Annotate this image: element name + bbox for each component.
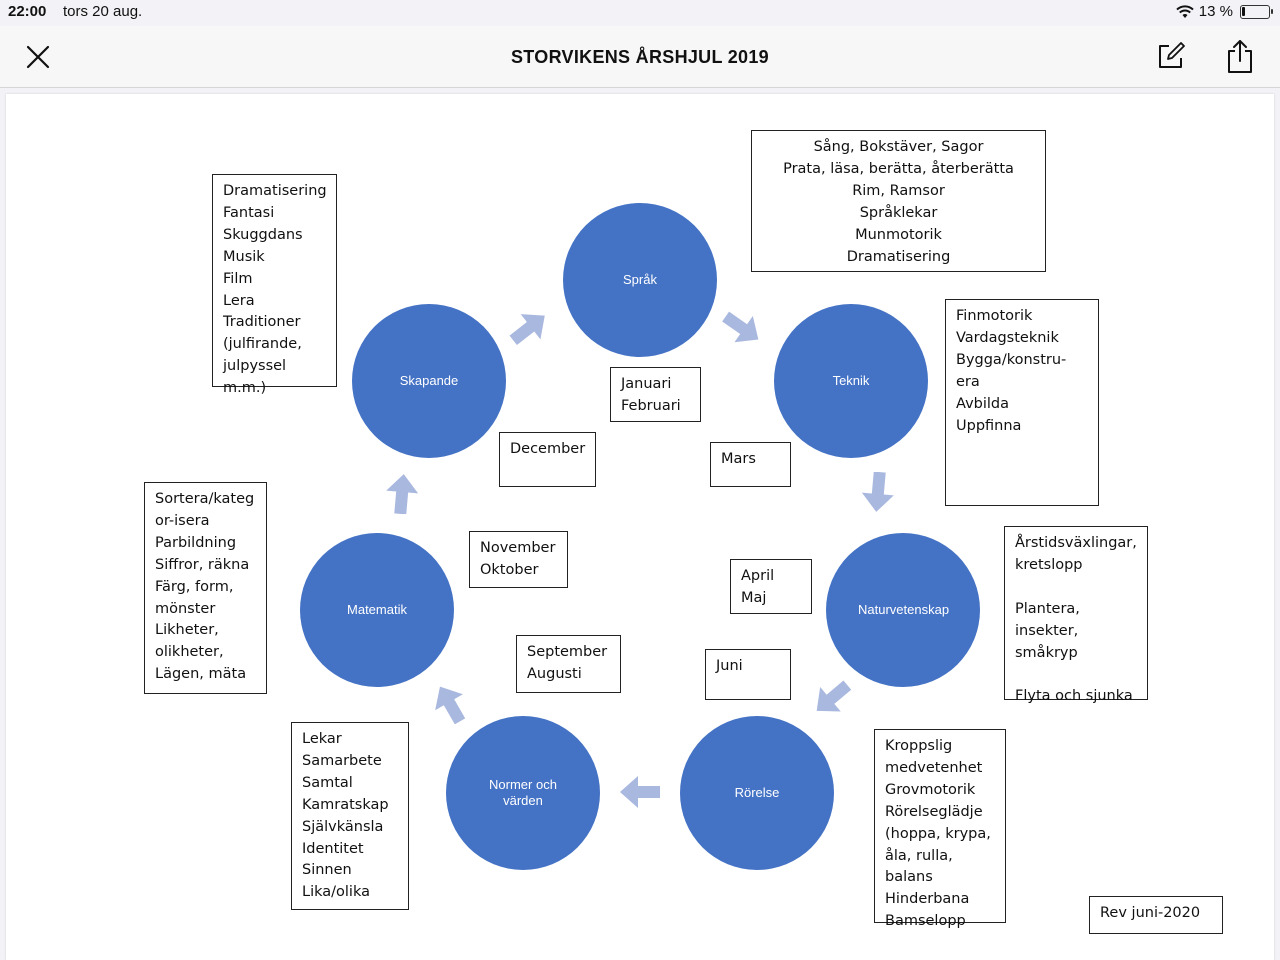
topics-naturvetenskap: Årstidsväxlingar, kretslopp Plantera, in… <box>1004 526 1148 704</box>
arrow-up-icon <box>386 474 419 514</box>
share-button[interactable] <box>1224 38 1256 74</box>
arrow-right-icon <box>722 311 759 343</box>
topics-sprak: Sång, Bokstäver, Sagor Prata, läsa, berä… <box>751 130 1046 272</box>
document-page[interactable]: Språk Teknik Naturvetenskap Rörelse Norm… <box>6 94 1274 960</box>
circle-matematik: Matematik <box>300 533 454 687</box>
circle-sprak: Språk <box>563 203 717 357</box>
arrow-right-icon <box>509 314 545 346</box>
months-april-maj: April Maj <box>730 559 812 614</box>
page-title: STORVIKENS ÅRSHJUL 2019 <box>511 47 769 67</box>
close-button[interactable] <box>22 41 54 73</box>
topics-teknik: Finmotorik Vardagsteknik Bygga/konstru-e… <box>945 299 1099 506</box>
share-icon <box>1228 40 1252 73</box>
months-jan-feb: Januari Februari <box>610 367 701 422</box>
battery-icon <box>1240 4 1273 19</box>
arrow-up-left-icon <box>435 686 466 724</box>
status-bar: 22:00 tors 20 aug. 13 % <box>0 0 1280 26</box>
arrow-down-left-icon <box>816 680 852 712</box>
months-december: December <box>499 432 596 487</box>
topics-matematik: Sortera/kateg or-isera Parbildning Siffr… <box>144 482 267 694</box>
close-icon <box>26 45 50 69</box>
circle-label: Skapande <box>399 373 459 388</box>
circle-rorelse: Rörelse <box>680 716 834 870</box>
nav-bar: STORVIKENS ÅRSHJUL 2019 <box>0 26 1280 88</box>
months-mars: Mars <box>710 442 791 487</box>
topics-rorelse: Kroppslig medvetenhet Grovmotorik Rörels… <box>874 729 1006 929</box>
circle-skapande: Skapande <box>352 304 506 458</box>
months-nov-okt: November Oktober <box>469 531 568 588</box>
circle-label: Naturvetenskap <box>858 602 950 617</box>
edit-button[interactable] <box>1155 40 1187 72</box>
circle-label: Teknik <box>832 373 870 388</box>
circle-label: Språk <box>623 272 657 287</box>
circle-label: Rörelse <box>734 785 780 800</box>
circle-naturvetenskap: Naturvetenskap <box>826 533 980 687</box>
arrow-down-icon <box>861 472 894 512</box>
circle-teknik: Teknik <box>774 304 928 458</box>
edit-icon <box>1159 42 1185 68</box>
months-sep-aug: September Augusti <box>516 635 621 693</box>
topics-skapande: Dramatisering Fantasi Skuggdans Musik Fi… <box>212 174 337 396</box>
wifi-icon <box>1176 4 1194 19</box>
circle-label: Matematik <box>347 602 407 617</box>
topics-normer: Lekar Samarbete Samtal Kamratskap Självk… <box>291 722 409 910</box>
battery-percent: 13 % <box>1198 3 1233 20</box>
battery-fill <box>1242 6 1246 16</box>
status-time: 22:00 <box>8 3 47 20</box>
status-right: 13 % <box>1176 3 1273 20</box>
circle-normer: Normer och värden <box>446 716 600 870</box>
status-date: tors 20 aug. <box>63 3 143 20</box>
months-juni: Juni <box>705 649 791 700</box>
arrow-left-icon <box>620 776 660 808</box>
circle-label: Normer och värden <box>489 777 557 808</box>
revision-label: Rev juni-2020 <box>1089 896 1223 934</box>
